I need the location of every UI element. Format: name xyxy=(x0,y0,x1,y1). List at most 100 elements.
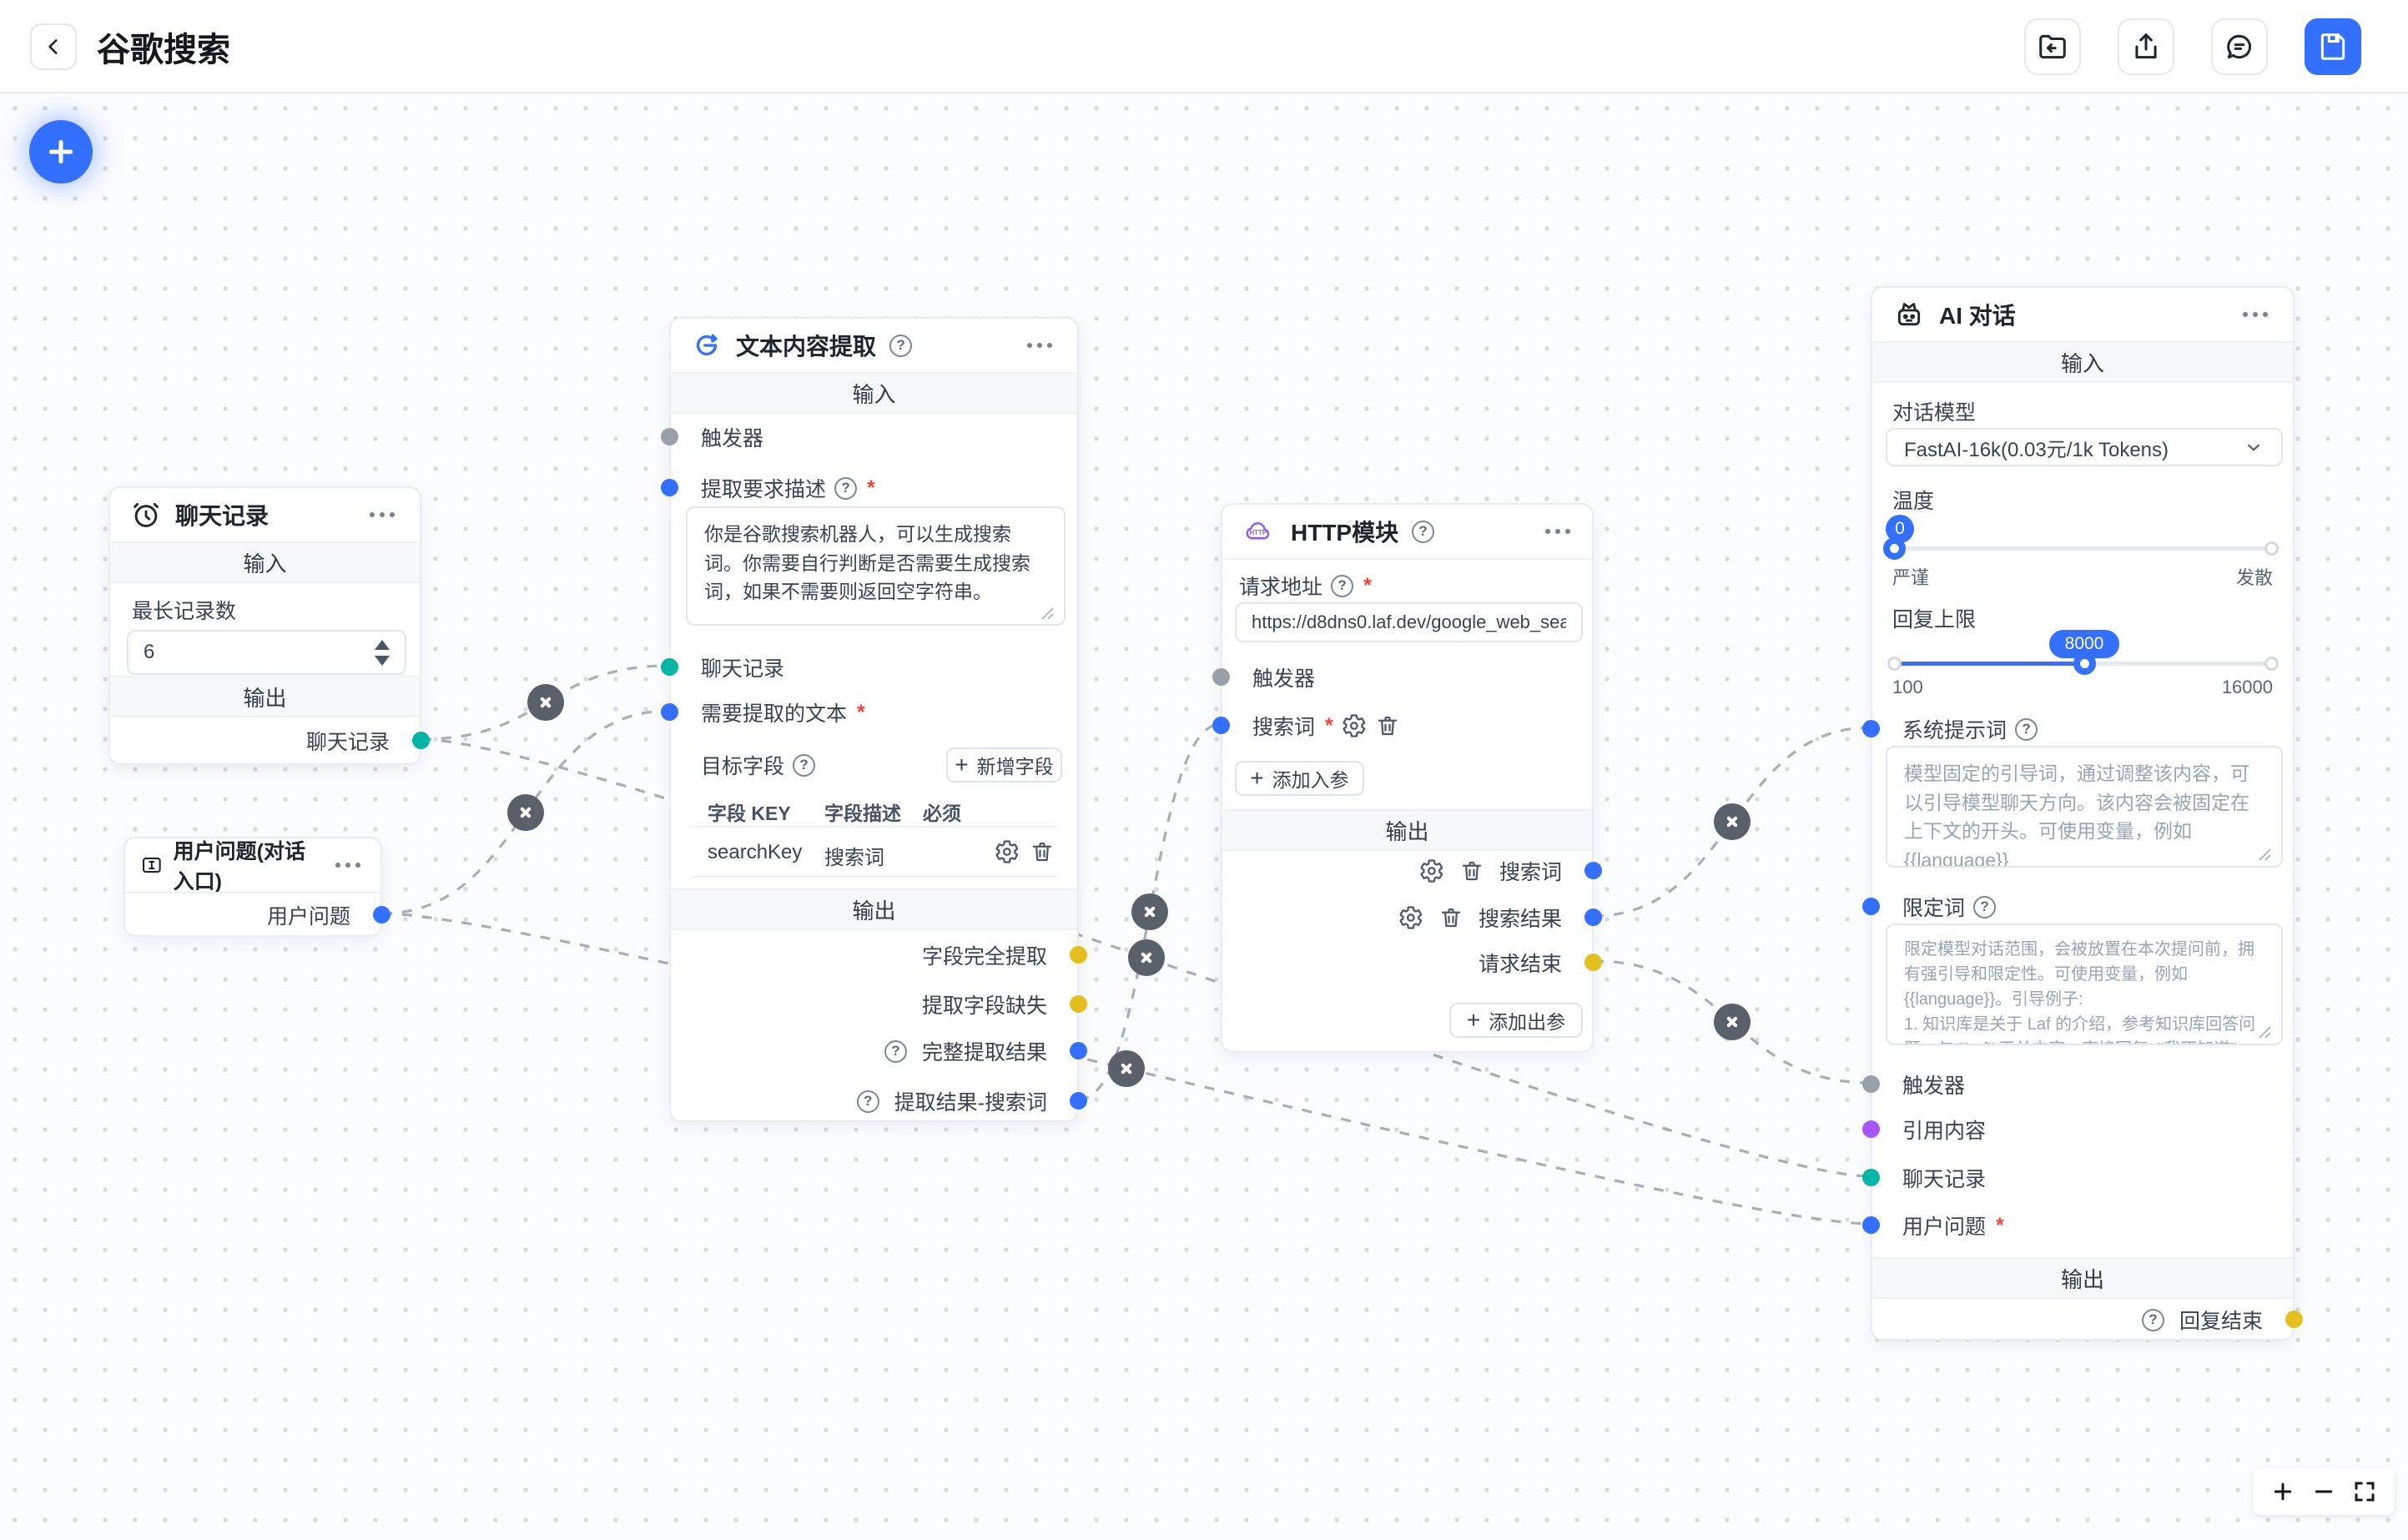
node-http[interactable]: HTTP HTTP模块 ? 请求地址 ? * 触发器 搜索词 * + 添加入参 … xyxy=(1212,503,1602,1053)
node-header: 文本内容提取 ? xyxy=(671,319,1077,372)
port-fields-extracted-output[interactable] xyxy=(1070,946,1087,964)
help-icon[interactable]: ? xyxy=(856,1090,879,1113)
param-delete-button[interactable] xyxy=(1375,713,1400,738)
model-select[interactable]: FastAI-16k(0.03元/1k Tokens) xyxy=(1886,428,2283,466)
trigger-row: 触发器 xyxy=(1222,659,1592,696)
import-button[interactable] xyxy=(2024,18,2081,75)
export-button[interactable] xyxy=(2118,18,2174,75)
system-prompt-textarea[interactable] xyxy=(1886,746,2283,868)
save-button[interactable] xyxy=(2305,18,2361,75)
help-icon[interactable]: ? xyxy=(1412,520,1435,543)
step-down-icon[interactable] xyxy=(375,656,390,666)
step-up-icon[interactable] xyxy=(375,640,390,650)
port-user-question-output[interactable] xyxy=(373,906,390,923)
resize-handle-icon[interactable] xyxy=(1041,607,1054,620)
delete-edge-button[interactable] xyxy=(507,793,544,831)
help-icon[interactable]: ? xyxy=(1331,574,1354,597)
node-menu-button[interactable] xyxy=(1540,524,1575,539)
desc-label-row: 提取要求描述 ? * xyxy=(671,470,1077,506)
user-question-label: 用户问题 xyxy=(1902,1215,1987,1239)
reply-limit-slider-handle[interactable] xyxy=(2073,652,2096,675)
port-text-extract-text-input[interactable] xyxy=(661,703,678,721)
resize-handle-icon[interactable] xyxy=(2259,1026,2271,1039)
chat-bubble-icon xyxy=(2227,34,2252,59)
chevron-left-icon xyxy=(48,39,58,54)
url-label: 请求地址 xyxy=(1239,576,1323,599)
delete-edge-button[interactable] xyxy=(1714,803,1751,840)
node-text-extract[interactable]: 文本内容提取 ? 输入 触发器 提取要求描述 ? * 你是谷歌搜索机器人，可以生… xyxy=(661,317,1087,1122)
node-user-question[interactable]: 用户问题(对话入口) 用户问题 xyxy=(123,837,390,937)
add-output-param-button[interactable]: + 添加出参 xyxy=(1449,1003,1583,1038)
temperature-slider-handle[interactable] xyxy=(1883,537,1906,560)
port-http-trigger-input[interactable] xyxy=(1212,668,1230,686)
number-stepper[interactable] xyxy=(375,640,390,666)
param-delete-button[interactable] xyxy=(1438,905,1463,930)
zoom-in-button[interactable] xyxy=(2269,1477,2297,1506)
help-icon[interactable]: ? xyxy=(793,753,816,777)
url-input[interactable] xyxy=(1235,602,1583,642)
param-settings-button[interactable] xyxy=(1342,713,1367,738)
trash-icon xyxy=(1462,861,1482,881)
port-full-result-output[interactable] xyxy=(1070,1042,1087,1059)
trigger-label: 触发器 xyxy=(1902,1074,1966,1098)
node-chat-history[interactable]: 聊天记录 输入 最长记录数 输出 聊天记录 xyxy=(108,486,430,765)
max-records-input[interactable] xyxy=(127,630,406,675)
zoom-out-button[interactable] xyxy=(2310,1477,2338,1506)
fullscreen-button[interactable] xyxy=(2350,1477,2379,1506)
param-settings-button[interactable] xyxy=(1398,905,1423,930)
delete-edge-button[interactable] xyxy=(1108,1050,1145,1087)
plus-icon: + xyxy=(1250,765,1264,791)
port-ai-chat-trigger-input[interactable] xyxy=(1862,1075,1880,1093)
port-text-extract-trigger-input[interactable] xyxy=(661,428,678,445)
port-ai-chat-constraint-input[interactable] xyxy=(1862,898,1880,915)
cell-field-key: searchKey xyxy=(708,841,803,863)
port-chat-history-output[interactable] xyxy=(412,732,430,749)
chat-test-button[interactable] xyxy=(2211,18,2268,75)
delete-edge-button[interactable] xyxy=(526,684,564,721)
param-settings-button[interactable] xyxy=(1419,858,1444,883)
add-input-param-button[interactable]: + 添加入参 xyxy=(1235,761,1364,796)
chevron-down-icon xyxy=(2247,444,2260,451)
help-icon[interactable]: ? xyxy=(884,1039,907,1063)
help-icon[interactable]: ? xyxy=(834,476,858,500)
node-menu-button[interactable] xyxy=(2238,307,2273,322)
help-icon[interactable]: ? xyxy=(2015,717,2038,741)
add-field-button[interactable]: + 新增字段 xyxy=(946,747,1062,783)
add-node-button[interactable] xyxy=(29,120,93,184)
port-ai-chat-reply-end-output[interactable] xyxy=(2285,1311,2303,1328)
output-label: 提取结果-搜索词 xyxy=(894,1091,1047,1115)
node-menu-button[interactable] xyxy=(1022,338,1057,353)
gear-icon xyxy=(1343,714,1365,737)
port-fields-missing-output[interactable] xyxy=(1070,995,1087,1013)
node-menu-button[interactable] xyxy=(330,858,365,873)
port-http-search-result-output[interactable] xyxy=(1584,908,1602,926)
param-delete-button[interactable] xyxy=(1459,858,1484,883)
port-ai-chat-quote-input[interactable] xyxy=(1862,1120,1880,1138)
help-icon[interactable]: ? xyxy=(1973,895,1997,918)
temperature-slider[interactable] xyxy=(1894,546,2271,551)
constraint-textarea[interactable] xyxy=(1886,923,2283,1045)
port-text-extract-chat-input[interactable] xyxy=(661,658,678,676)
node-ai-chat[interactable]: AI 对话 输入 对话模型 FastAI-16k(0.03元/1k Tokens… xyxy=(1862,286,2303,1341)
help-icon[interactable]: ? xyxy=(889,334,913,357)
port-ai-chat-history-input[interactable] xyxy=(1862,1169,1880,1186)
help-icon[interactable]: ? xyxy=(2141,1308,2164,1331)
desc-textarea[interactable]: 你是谷歌搜索机器人，可以生成搜索词。你需要自行判断是否需要生成搜索词，如果不需要… xyxy=(686,506,1065,626)
port-http-request-end-output[interactable] xyxy=(1584,954,1602,971)
quote-row: 引用内容 xyxy=(1872,1111,2293,1148)
node-menu-button[interactable] xyxy=(365,507,400,522)
port-ai-chat-system-input[interactable] xyxy=(1862,720,1880,737)
delete-edge-button[interactable] xyxy=(1131,893,1168,930)
delete-edge-button[interactable] xyxy=(1127,939,1165,976)
field-delete-button[interactable] xyxy=(1030,839,1055,864)
port-text-extract-desc-input[interactable] xyxy=(661,479,678,496)
port-http-search-output[interactable] xyxy=(1584,862,1602,879)
node-title: AI 对话 xyxy=(1939,303,2016,329)
delete-edge-button[interactable] xyxy=(1714,1004,1751,1040)
port-http-search-input[interactable] xyxy=(1212,717,1230,734)
port-ai-chat-question-input[interactable] xyxy=(1862,1216,1880,1234)
resize-handle-icon[interactable] xyxy=(2259,848,2271,861)
port-search-key-output[interactable] xyxy=(1070,1092,1087,1110)
field-settings-button[interactable] xyxy=(995,839,1020,864)
back-button[interactable] xyxy=(30,23,77,70)
